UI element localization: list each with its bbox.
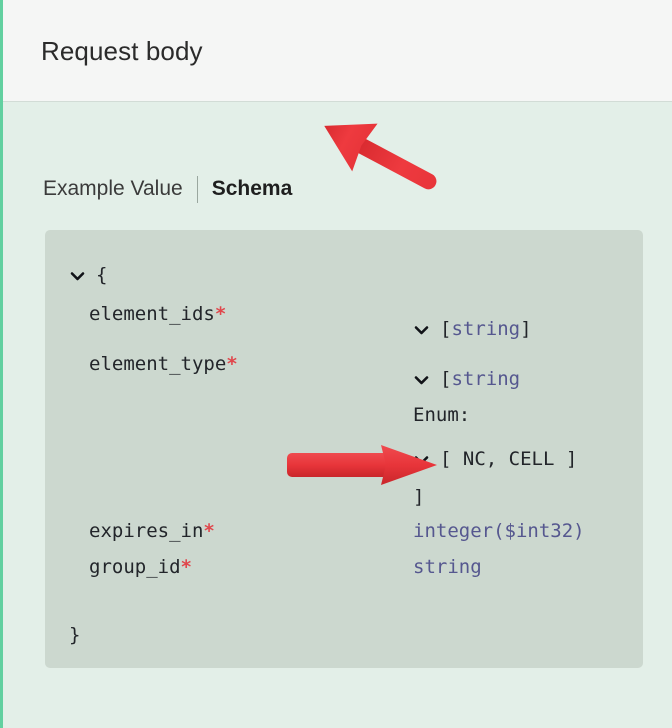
enum-values-row: [ NC, CELL ] [413, 450, 577, 469]
property-name: element_ids [89, 303, 215, 325]
enum-label: Enum: [413, 404, 471, 426]
array-open-bracket: [ [440, 318, 452, 340]
schema-close-row: } [69, 626, 80, 645]
chevron-down-icon[interactable] [413, 322, 430, 339]
property-row-element-type: element_type* [89, 355, 238, 374]
property-row-group-id: group_id* [89, 558, 192, 577]
panel-header: Request body [3, 0, 672, 102]
open-brace: { [96, 264, 108, 286]
schema-tabs: Example Value Schema [43, 174, 292, 204]
property-row-element-ids: element_ids* [89, 305, 226, 324]
required-marker: * [180, 556, 192, 578]
tab-example-value[interactable]: Example Value [43, 177, 183, 200]
property-type-element-ids: [string] [413, 320, 532, 339]
array-close-bracket: ] [413, 486, 425, 508]
array-close-row: ] [413, 488, 424, 507]
enum-label-row: Enum: [413, 406, 470, 425]
property-row-expires-in: expires_in* [89, 522, 215, 541]
property-name: element_type [89, 353, 227, 375]
type-label: string [451, 368, 521, 390]
close-brace: } [69, 624, 81, 646]
schema-root-row: { [69, 266, 107, 285]
required-marker: * [226, 353, 238, 375]
page-title: Request body [41, 36, 203, 66]
type-label: string [451, 318, 521, 340]
required-marker: * [214, 303, 227, 325]
array-close-bracket: ] [520, 318, 532, 340]
required-marker: * [203, 520, 215, 542]
property-name: group_id [89, 556, 181, 578]
chevron-down-icon[interactable] [69, 268, 86, 285]
property-type-group-id: string [413, 558, 482, 577]
type-label: string [413, 556, 482, 578]
tab-schema[interactable]: Schema [211, 177, 293, 200]
property-type-expires-in: integer($int32) [413, 522, 585, 541]
type-label: integer($int32) [413, 520, 585, 542]
property-name: expires_in [89, 520, 204, 542]
enum-values: [ NC, CELL ] [440, 448, 578, 470]
property-type-element-type: [string [413, 370, 520, 389]
chevron-down-icon[interactable] [413, 372, 430, 389]
schema-code-box: { element_ids* [string] element_type* [45, 230, 643, 668]
chevron-down-icon[interactable] [413, 452, 430, 469]
annotation-arrow-to-schema-tab [315, 116, 443, 194]
tab-divider [196, 175, 198, 203]
array-open-bracket: [ [440, 368, 452, 390]
